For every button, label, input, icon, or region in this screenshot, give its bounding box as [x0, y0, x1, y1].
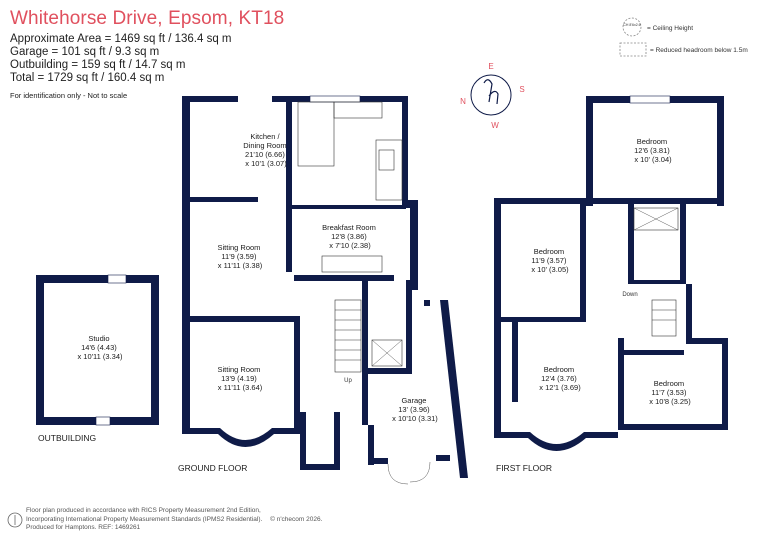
reduced-headroom-legend: = Reduced headroom below 1.5m — [650, 47, 748, 54]
compass-s: S — [519, 85, 524, 94]
garage-label: Garage 13' (3.96) x 10'10 (3.31) — [392, 396, 438, 423]
compass-e: E — [488, 62, 493, 71]
footer-note: Floor plan produced in accordance with R… — [26, 507, 322, 533]
ceiling-height-icon — [622, 17, 642, 37]
bedroom-main-label: Bedroom 12'4 (3.76) x 12'1 (3.69) — [539, 365, 581, 392]
bedroom-small-label: Bedroom 11'7 (3.53) x 10'8 (3.25) — [649, 379, 691, 406]
rics-logo-icon — [7, 512, 23, 528]
area-total: Total = 1729 sq ft / 160.4 sq m — [10, 72, 165, 84]
first-floor-label: FIRST FLOOR — [496, 463, 552, 473]
sitting-room-1-label: Sitting Room 11'9 (3.59) x 11'11 (3.38) — [217, 243, 262, 270]
compass-n: N — [460, 97, 466, 106]
sitting-room-2-label: Sitting Room 13'9 (4.19) x 11'11 (3.64) — [217, 365, 262, 392]
kitchen-label: Kitchen / Dining Room 21'10 (6.66) x 10'… — [243, 132, 288, 168]
footer-line-1: Floor plan produced in accordance with R… — [26, 507, 261, 514]
stairs-up-label: Up — [344, 378, 352, 384]
stairs-down-label: Down — [622, 292, 637, 298]
area-outbuilding: Outbuilding = 159 sq ft / 14.7 sq m — [10, 59, 186, 71]
footer-copyright: © n'checom 2026. — [270, 515, 323, 523]
compass-ring-icon — [470, 74, 512, 116]
ceiling-badge: CH 8'6x2.6 — [623, 23, 640, 27]
compass-w: W — [491, 121, 499, 130]
bedroom-left-label: Bedroom 11'9 (3.57) x 10' (3.05) — [531, 247, 569, 274]
outbuilding-floor-label: OUTBUILDING — [38, 433, 96, 443]
ground-floor-plan: Up Kitchen / Dining Room 21'10 (6.66) x … — [178, 95, 468, 485]
rics-logo — [7, 512, 23, 528]
area-garage: Garage = 101 sq ft / 9.3 sq m — [10, 46, 160, 58]
area-approx: Approximate Area = 1469 sq ft / 136.4 sq… — [10, 33, 232, 45]
compass-logo-icon — [483, 79, 499, 105]
page-title: Whitehorse Drive, Epsom, KT18 — [10, 8, 285, 29]
legend: CH 8'6x2.6 = Ceiling Height = Reduced he… — [619, 17, 748, 57]
first-stairs: Down — [622, 292, 677, 337]
studio-label: Studio 14'6 (4.43) x 10'11 (3.34) — [77, 334, 123, 361]
breakfast-room-label: Breakfast Room 12'8 (3.86) x 7'10 (2.38) — [322, 223, 378, 250]
ground-floor-label: GROUND FLOOR — [178, 463, 247, 473]
compass: E N S W — [460, 62, 525, 130]
footer-line-3: Produced for Hamptons. REF: 1469261 — [26, 524, 141, 531]
ceiling-height-legend: = Ceiling Height — [647, 25, 693, 32]
reduced-headroom-icon — [619, 42, 647, 57]
outbuilding-plan: Studio 14'6 (4.43) x 10'11 (3.34) OUTBUI… — [36, 274, 159, 443]
footer-line-2: Incorporating International Property Mea… — [26, 515, 263, 523]
first-floor-plan: Down Bedroom 12'6 (3.81) x 10' (3.04) Be… — [494, 95, 728, 473]
area-stats: Approximate Area = 1469 sq ft / 136.4 sq… — [10, 33, 232, 85]
ground-stairs: Up — [334, 299, 362, 384]
bedroom-top-label: Bedroom 12'6 (3.81) x 10' (3.04) — [634, 137, 672, 164]
identification-note: For identification only - Not to scale — [10, 91, 128, 100]
